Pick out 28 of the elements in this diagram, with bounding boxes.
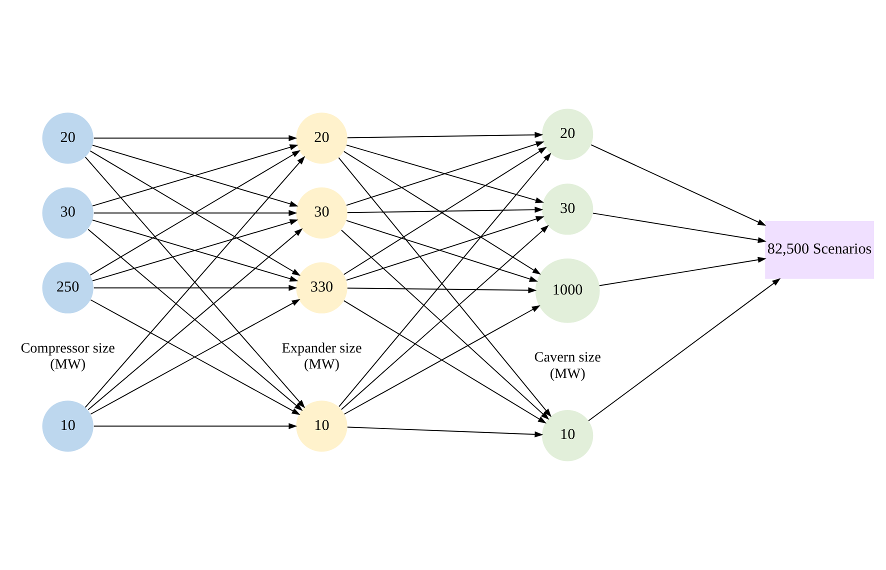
node-circle: 10	[42, 400, 94, 452]
arrow	[346, 206, 544, 214]
arrow	[90, 150, 301, 276]
arrow	[592, 212, 766, 244]
arrow	[588, 278, 781, 422]
node-circle: 20	[542, 108, 594, 160]
arrow	[93, 423, 298, 430]
node-circle: 330	[296, 262, 348, 314]
arrow	[93, 284, 298, 291]
arrow	[346, 132, 544, 138]
arrow	[93, 135, 298, 142]
arrow	[90, 299, 300, 415]
node-circle: 20	[42, 112, 94, 164]
node-box: 82,500 Scenarios	[765, 221, 874, 279]
label: Compressor size (MW)	[20, 340, 115, 372]
label: Cavern size (MW)	[534, 350, 601, 382]
node-circle: 30	[296, 187, 348, 239]
node-circle: 30	[42, 187, 94, 239]
node-circle: 250	[42, 262, 94, 314]
node-circle: 1000	[535, 258, 600, 323]
arrow	[346, 426, 544, 438]
label: Expander size (MW)	[282, 340, 362, 372]
node-circle: 10	[542, 410, 594, 462]
arrow	[590, 144, 766, 226]
arrow	[598, 256, 766, 286]
node-circle: 30	[542, 184, 594, 235]
arrow	[346, 287, 537, 294]
arrow	[93, 210, 298, 216]
